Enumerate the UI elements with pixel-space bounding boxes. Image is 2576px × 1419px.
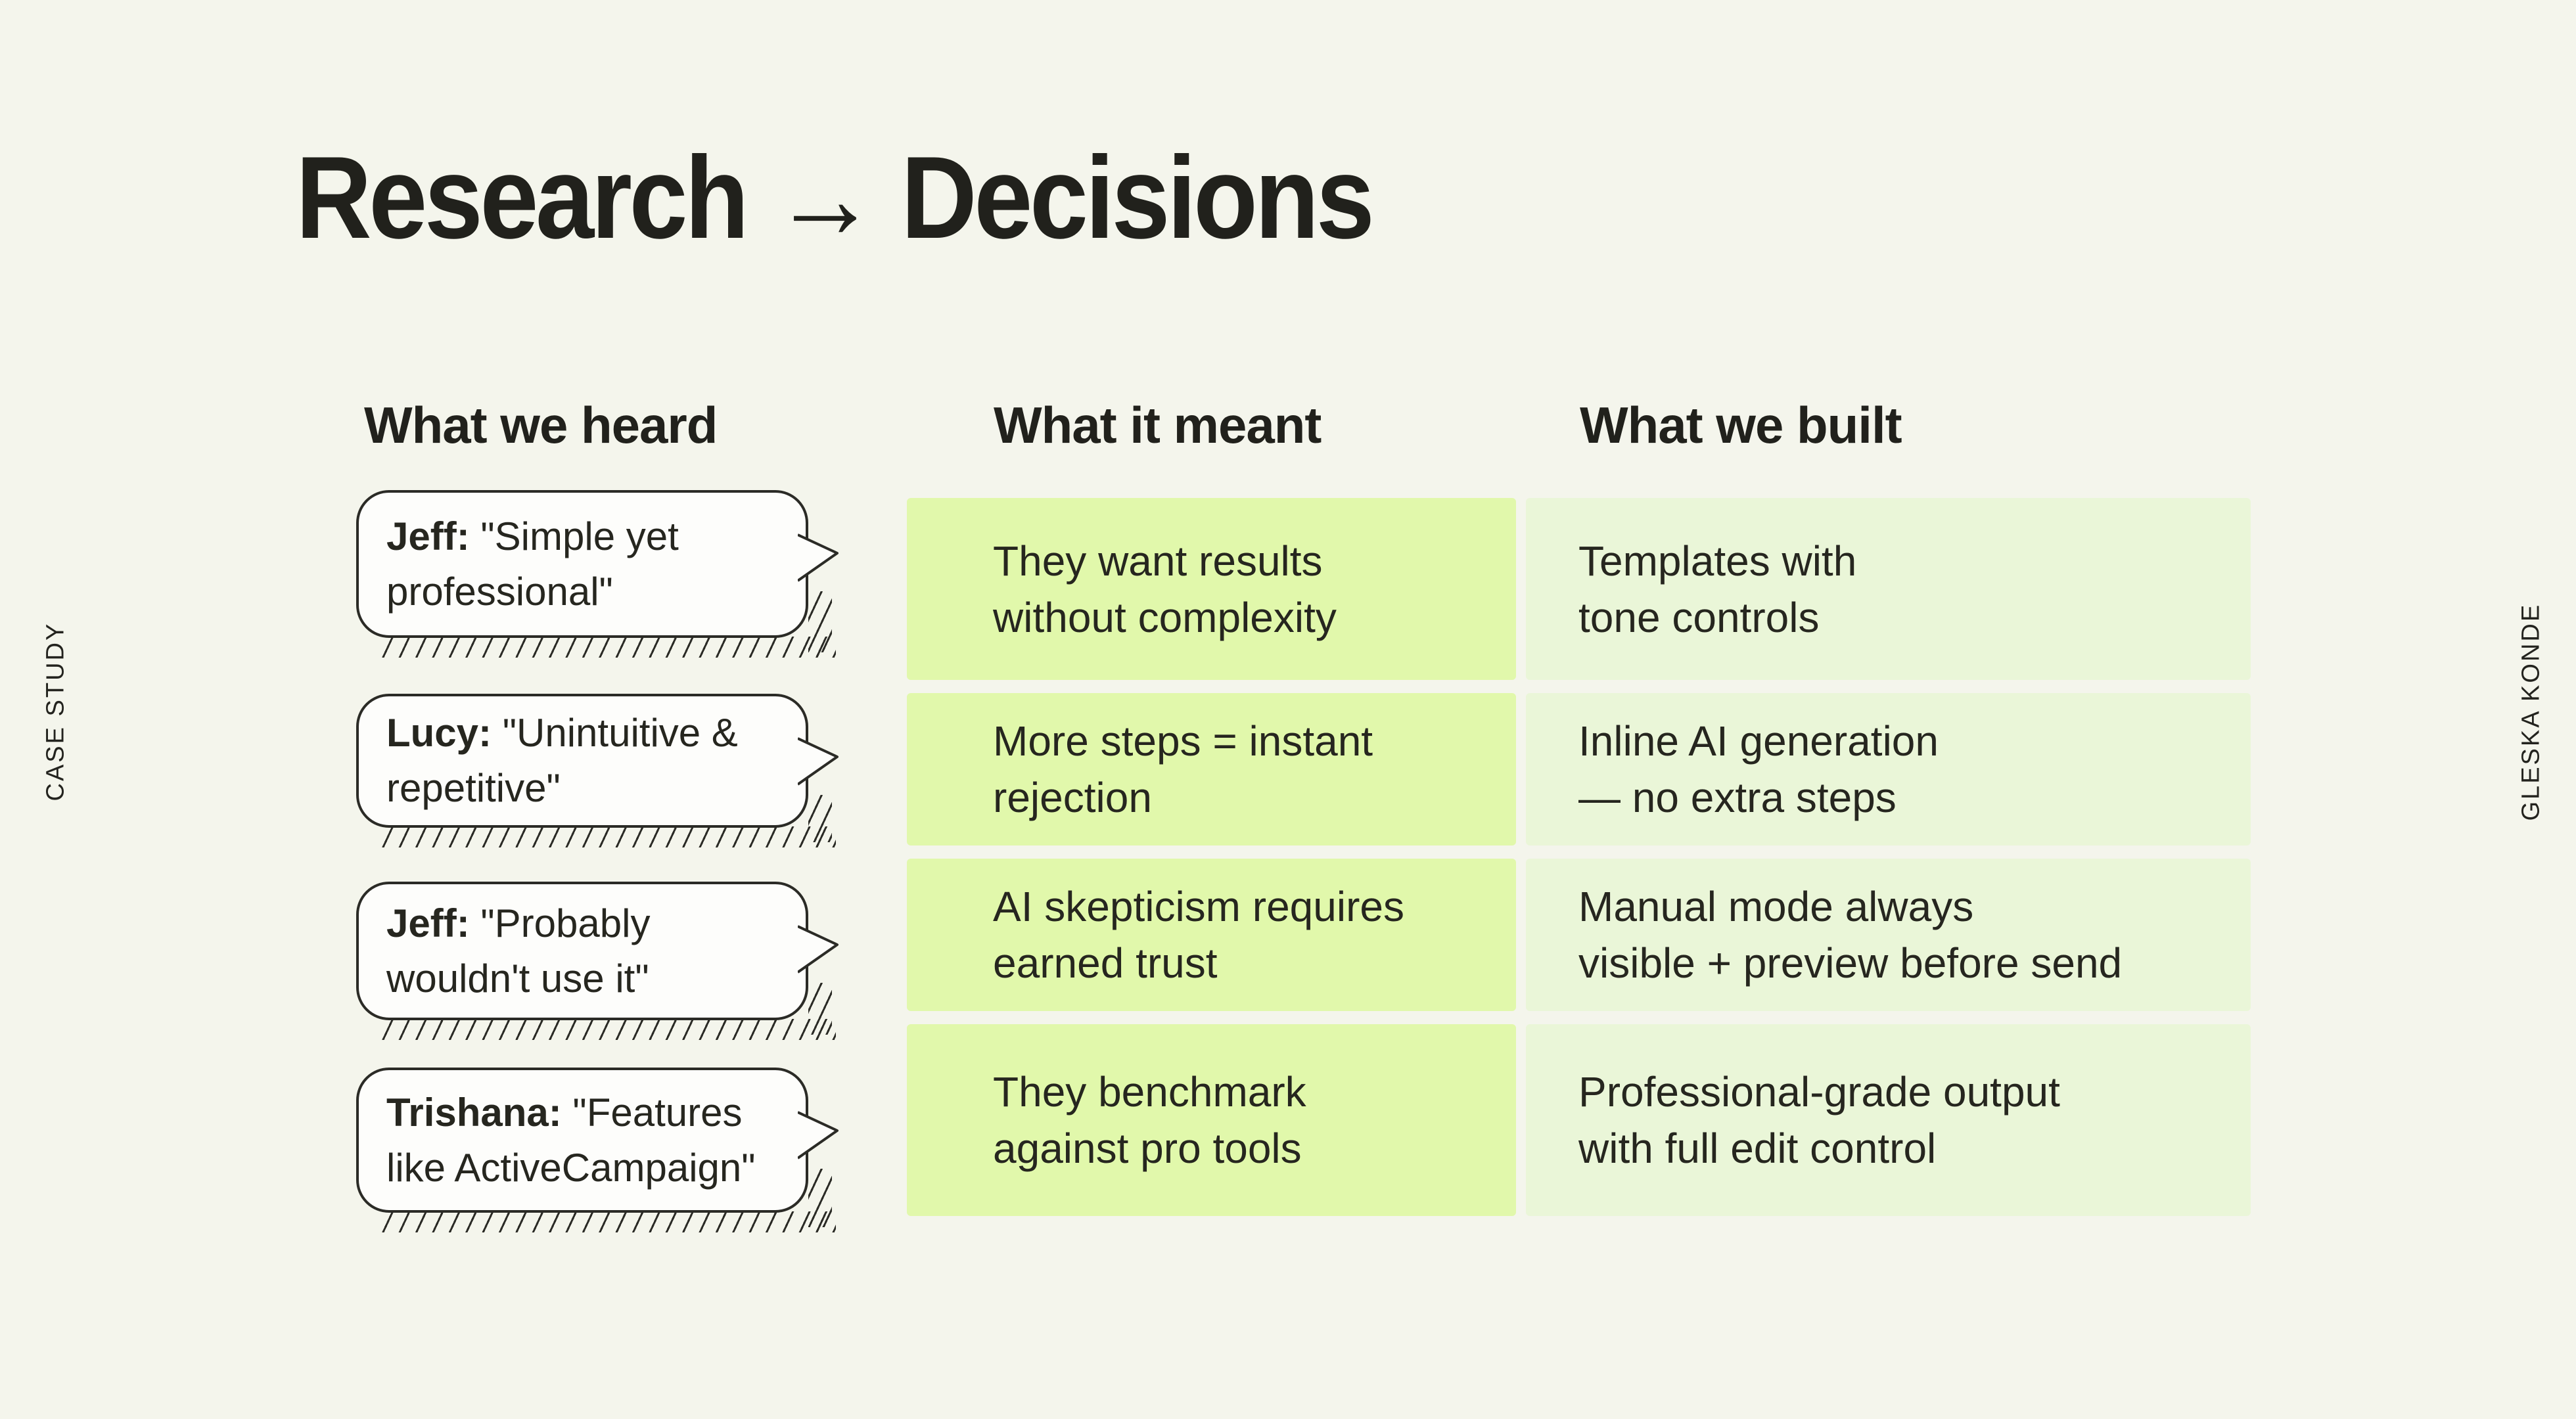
column-header-built: What we built bbox=[1580, 396, 1902, 454]
hatch-shadow bbox=[808, 591, 832, 652]
quote-text: Lucy: "Unintuitive &repetitive" bbox=[386, 711, 738, 810]
hatch-shadow bbox=[808, 983, 832, 1035]
meant-cell: AI skepticism requires earned trust bbox=[907, 859, 1516, 1011]
column-header-heard: What we heard bbox=[364, 396, 718, 454]
bubble-tail-icon bbox=[798, 1111, 839, 1160]
built-cell: Templates with tone controls bbox=[1526, 498, 2251, 680]
hatch-shadow bbox=[377, 637, 836, 658]
built-cell: Manual mode always visible + preview bef… bbox=[1526, 859, 2251, 1011]
hatch-shadow bbox=[377, 1211, 836, 1232]
hatch-shadow bbox=[377, 826, 836, 847]
hatch-shadow bbox=[808, 1169, 832, 1227]
speaker-name: Jeff: bbox=[386, 901, 470, 945]
meant-cell: They benchmark against pro tools bbox=[907, 1024, 1516, 1216]
hatch-shadow bbox=[808, 795, 832, 842]
hatch-shadow bbox=[377, 1019, 836, 1040]
meant-cell: More steps = instant rejection bbox=[907, 693, 1516, 845]
speaker-name: Trishana: bbox=[386, 1090, 562, 1135]
side-label-author: GLESKA KONDE bbox=[2517, 602, 2545, 821]
bubble-tail-icon bbox=[798, 533, 839, 582]
bubble-tail-icon bbox=[798, 925, 839, 974]
speaker-name: Jeff: bbox=[386, 514, 470, 558]
built-cell: Professional-grade output with full edit… bbox=[1526, 1024, 2251, 1216]
speaker-name: Lucy: bbox=[386, 711, 492, 755]
meant-cell: They want results without complexity bbox=[907, 498, 1516, 680]
column-header-meant: What it meant bbox=[994, 396, 1322, 454]
bubble-tail-icon bbox=[798, 737, 839, 786]
page-title: Research → Decisions bbox=[296, 132, 1375, 263]
side-label-case-study: CASE STUDY bbox=[41, 621, 70, 801]
quote-bubble: Lucy: "Unintuitive &repetitive" bbox=[356, 694, 839, 847]
built-cell: Inline AI generation — no extra steps bbox=[1526, 693, 2251, 845]
